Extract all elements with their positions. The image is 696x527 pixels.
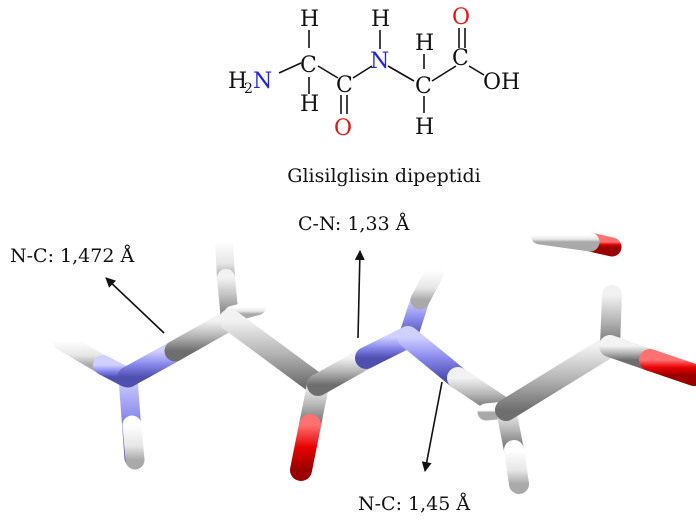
bond-calpha2-h-down-white [504, 440, 529, 494]
formula-amine-n: N [253, 69, 272, 94]
formula-amine-sub: 2 [244, 81, 253, 97]
structural-formula: H C H H 2 N C O H N H C H O C OH [228, 5, 520, 141]
formula-n-amide: N [370, 49, 389, 74]
label-nc-amide: N-C: 1,45 Å [358, 493, 470, 515]
label-cn-peptide: C-N: 1,33 Å [298, 213, 410, 235]
bond-annotations: N-C: 1,472 Å C-N: 1,33 Å N-C: 1,45 Å [10, 213, 470, 515]
formula-caption: Glisilglisin dipeptidi [287, 165, 480, 187]
formula-c-alpha2: C [415, 74, 432, 99]
stick-model [52, 225, 696, 494]
arrow-nc-amide [421, 381, 443, 472]
label-nc-amine: N-C: 1,472 Å [10, 245, 134, 267]
formula-h-bottom-left: H [300, 92, 319, 117]
bond-calpha2-ccarboxyl [495, 335, 621, 421]
formula-amine-h: H [228, 69, 247, 94]
formula-c-alpha1: C [300, 53, 317, 78]
bond-calpha1-ccarbonyl [219, 309, 329, 396]
bond-h-n-amine-lower-tip [122, 415, 145, 470]
formula-c-carboxyl: C [452, 46, 469, 71]
formula-h-amide: H [371, 7, 390, 32]
bond-n-calpha1-grey [164, 310, 239, 362]
formula-bonds [278, 28, 485, 114]
formula-c-carbonyl1: C [336, 73, 353, 98]
bond-o-h-white [530, 225, 600, 252]
formula-h-alpha2-bottom: H [415, 115, 434, 140]
formula-oh-group: OH [483, 70, 520, 95]
arrow-cn-peptide [354, 250, 365, 339]
formula-h-alpha2-top: H [415, 31, 434, 56]
formula-o-carbonyl1: O [334, 116, 352, 141]
formula-o-carboxyl: O [452, 5, 470, 30]
bond-ccarbonyl-o-red [290, 414, 321, 481]
formula-h-top-left: H [300, 7, 319, 32]
bond-ccarboxyl-o2-red [639, 349, 696, 386]
bond-n-h-white [410, 260, 446, 310]
arrow-nc-amine [105, 277, 165, 334]
